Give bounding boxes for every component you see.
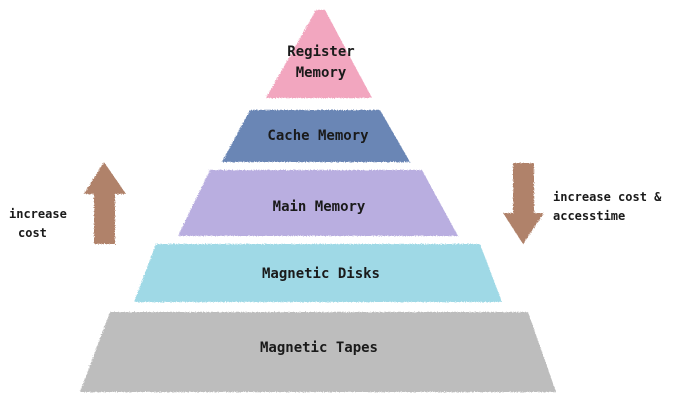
main-memory-label: Main Memory: [273, 199, 366, 215]
left-note-line2: cost: [18, 226, 47, 240]
arrow-up-icon: [84, 162, 126, 244]
cache-memory-level: [222, 110, 410, 162]
register-memory-level: [266, 10, 372, 98]
main-memory-level: [178, 170, 458, 236]
register-label-line2: Memory: [296, 65, 347, 81]
arrow-down-icon: [503, 163, 544, 244]
disks-label: Magnetic Disks: [262, 266, 380, 282]
register-label-line1: Register: [287, 44, 354, 60]
magnetic-disks-level: [134, 244, 502, 302]
cache-label: Cache Memory: [267, 128, 369, 144]
right-note-line2: accesstime: [553, 209, 625, 223]
right-note-line1: increase cost &: [553, 190, 662, 204]
magnetic-tapes-level: [80, 312, 556, 392]
tapes-label: Magnetic Tapes: [260, 340, 378, 356]
left-note-line1: increase: [9, 207, 67, 221]
